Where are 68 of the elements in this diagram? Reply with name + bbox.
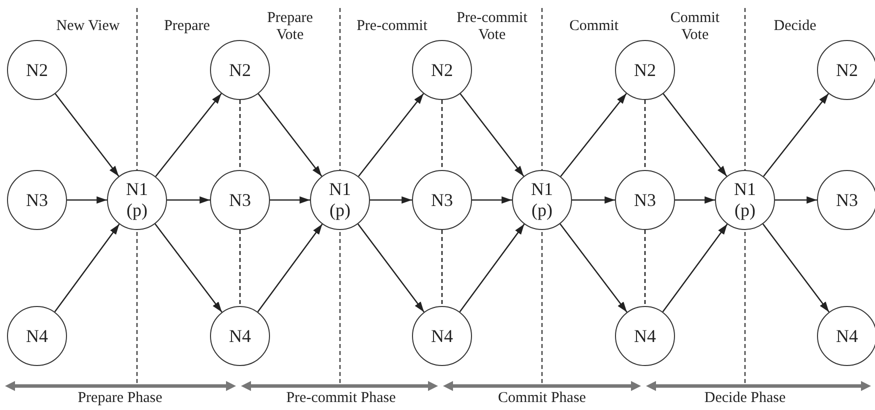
node-label: N4 (633, 326, 657, 346)
node-label: N2 (430, 60, 454, 80)
node-circle (310, 170, 370, 230)
step-label: Pre-commit (356, 18, 428, 34)
dashed-line (441, 100, 443, 170)
arrow (762, 224, 830, 312)
arrow (662, 93, 728, 177)
step-label: Commit (568, 18, 620, 34)
node-circle (817, 40, 875, 100)
arrow (675, 196, 715, 204)
node-label: N3 (835, 190, 859, 210)
node-label: N4 (25, 326, 49, 346)
arrow (370, 196, 412, 204)
dashed-line (239, 230, 241, 306)
arrow (155, 93, 222, 177)
arrow (460, 93, 524, 177)
phase-label: Commit Phase (497, 390, 587, 406)
node-label: N2 (633, 60, 657, 80)
node-circle (817, 306, 875, 366)
arrow (357, 224, 425, 312)
node-label: N2 (25, 60, 49, 80)
arrow (662, 224, 728, 312)
arrow (358, 93, 424, 177)
node-label: N3 (25, 190, 49, 210)
step-label: Pre-commit Vote (456, 10, 528, 43)
phase-label: Prepare Phase (76, 390, 164, 406)
dashed-line (644, 230, 646, 306)
arrow (167, 196, 210, 204)
node-label: N3 (228, 190, 252, 210)
arrow (67, 196, 107, 204)
phase-label: Pre-commit Phase (285, 390, 397, 406)
arrow (54, 224, 120, 312)
node-circle (512, 170, 572, 230)
dashed-line (441, 230, 443, 306)
arrow (560, 224, 628, 312)
node-label: N3 (430, 190, 454, 210)
arrow (560, 93, 627, 177)
node-label: N3 (633, 190, 657, 210)
node-label: N4 (430, 326, 454, 346)
node-label: N4 (835, 326, 859, 346)
step-label: New View (55, 18, 121, 34)
node-label: N2 (228, 60, 252, 80)
node-label: N1 (p) (733, 179, 757, 221)
step-label: Decide (772, 18, 818, 34)
arrow (154, 224, 222, 312)
node-label: N2 (835, 60, 859, 80)
dashed-line (644, 100, 646, 170)
node-circle (715, 170, 775, 230)
arrow (459, 224, 525, 312)
step-label: Prepare Vote (266, 10, 314, 43)
dashed-line (239, 100, 241, 170)
node-circle (107, 170, 167, 230)
node-label: N4 (228, 326, 252, 346)
arrow (54, 93, 120, 177)
step-label: Prepare (163, 18, 211, 34)
step-label: Commit Vote (669, 10, 721, 43)
arrow (775, 196, 817, 204)
arrow (270, 196, 310, 204)
node-label: N1 (p) (328, 179, 352, 221)
arrow (257, 224, 323, 312)
phase-label: Decide Phase (703, 390, 787, 406)
arrow (572, 196, 615, 204)
node-label: N1 (p) (530, 179, 554, 221)
arrow (763, 93, 829, 177)
node-circle (817, 170, 875, 230)
node-label: N1 (p) (125, 179, 149, 221)
arrow (258, 93, 322, 177)
arrow (472, 196, 512, 204)
